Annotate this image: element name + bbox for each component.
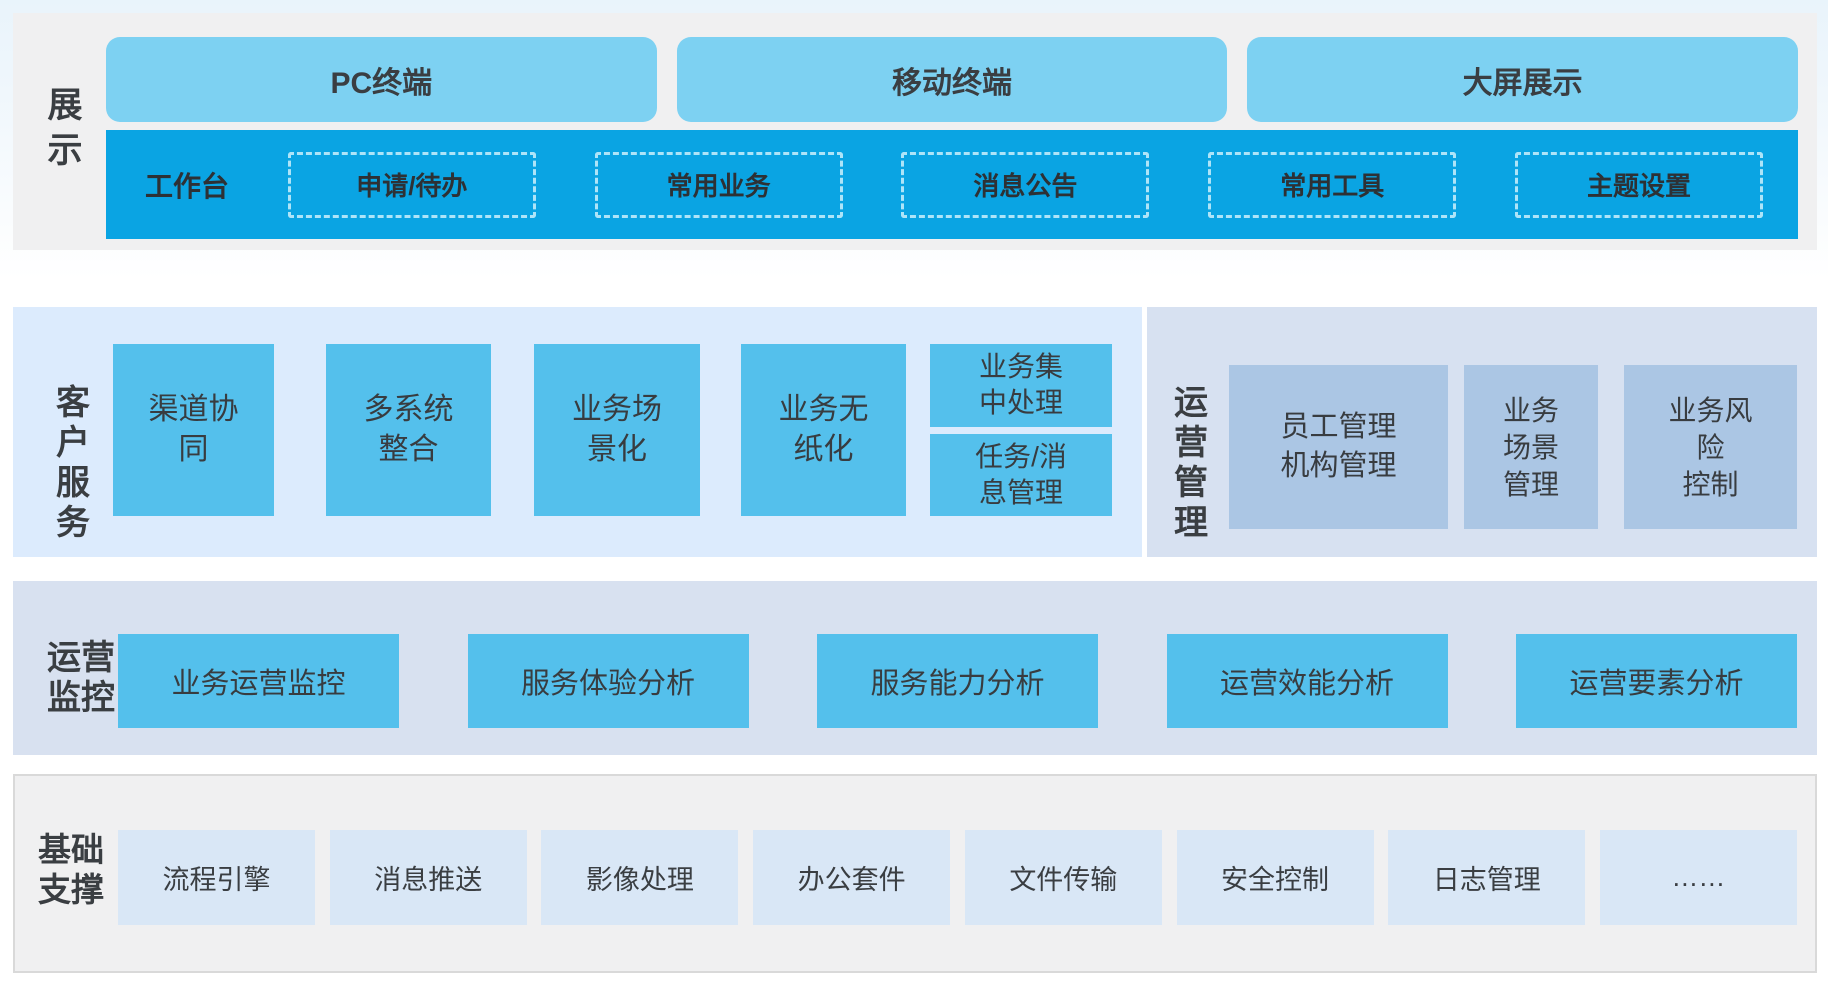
stacked-boxes: 业务集 中处理 任务/消 息管理 bbox=[930, 344, 1112, 516]
box-service-capability-analysis: 服务能力分析 bbox=[817, 634, 1098, 728]
workbench-item-common-business: 常用业务 bbox=[594, 151, 843, 218]
box-security-control: 安全控制 bbox=[1176, 830, 1374, 925]
terminal-bigscreen: 大屏展示 bbox=[1247, 37, 1799, 122]
base-support-section: 基础 支撑 流程引擎 消息推送 影像处理 办公套件 文件传输 安全控制 日志管理… bbox=[13, 774, 1817, 973]
box-channel-collaboration: 渠道协 同 bbox=[113, 344, 274, 516]
customer-service-section: 客 户 服 务 渠道协 同 多系统 整合 业务场 景化 业务无 纸化 业务集 中… bbox=[13, 307, 1142, 557]
base-row: 流程引擎 消息推送 影像处理 办公套件 文件传输 安全控制 日志管理 …… bbox=[118, 830, 1797, 925]
box-operation-efficiency-analysis: 运营效能分析 bbox=[1166, 634, 1448, 728]
box-message-push: 消息推送 bbox=[329, 830, 527, 925]
box-process-engine: 流程引擎 bbox=[118, 830, 315, 925]
operation-monitor-section: 运营 监控 业务运营监控 服务体验分析 服务能力分析 运营效能分析 运营要素分析 bbox=[13, 581, 1817, 755]
terminal-row: PC终端 移动终端 大屏展示 bbox=[106, 37, 1799, 122]
box-business-scenario: 业务场 景化 bbox=[534, 344, 700, 516]
box-business-scenario-mgmt: 业务 场景 管理 bbox=[1464, 365, 1598, 529]
workbench-item-announcements: 消息公告 bbox=[901, 151, 1150, 218]
box-business-risk-control: 业务风 险 控制 bbox=[1624, 365, 1797, 529]
workbench-item-apply-todo: 申请/待办 bbox=[287, 151, 536, 218]
operation-mgmt-section: 运 营 管 理 员工管理 机构管理 业务 场景 管理 业务风 险 控制 bbox=[1147, 307, 1817, 557]
box-operation-factor-analysis: 运营要素分析 bbox=[1516, 634, 1797, 728]
customer-service-label: 客 户 服 务 bbox=[56, 384, 90, 542]
box-business-operation-monitor: 业务运营监控 bbox=[118, 634, 399, 728]
base-support-label: 基础 支撑 bbox=[38, 831, 104, 908]
operation-mgmt-label: 运 营 管 理 bbox=[1174, 384, 1208, 542]
box-service-experience-analysis: 服务体验分析 bbox=[467, 634, 749, 728]
workbench-label: 工作台 bbox=[145, 170, 230, 202]
box-office-suite: 办公套件 bbox=[753, 830, 951, 925]
box-ellipsis: …… bbox=[1599, 830, 1797, 925]
monitor-row: 业务运营监控 服务体验分析 服务能力分析 运营效能分析 运营要素分析 bbox=[118, 634, 1797, 728]
box-multisystem-integration: 多系统 整合 bbox=[326, 344, 491, 516]
box-log-management: 日志管理 bbox=[1388, 830, 1586, 925]
terminal-mobile: 移动终端 bbox=[676, 37, 1228, 122]
box-centralized-processing: 业务集 中处理 bbox=[930, 344, 1112, 427]
box-employee-org-mgmt: 员工管理 机构管理 bbox=[1229, 365, 1448, 529]
display-section: 展 示 PC终端 移动终端 大屏展示 工作台 申请/待办 常用业务 消息公告 常… bbox=[13, 13, 1817, 250]
box-image-processing: 影像处理 bbox=[541, 830, 739, 925]
terminal-pc: PC终端 bbox=[106, 37, 657, 122]
box-task-message-mgmt: 任务/消 息管理 bbox=[930, 433, 1112, 516]
box-paperless-business: 业务无 纸化 bbox=[741, 344, 906, 516]
display-section-label: 展 示 bbox=[47, 86, 83, 170]
box-file-transfer: 文件传输 bbox=[964, 830, 1162, 925]
workbench-item-common-tools: 常用工具 bbox=[1208, 151, 1457, 218]
workbench-bar: 工作台 申请/待办 常用业务 消息公告 常用工具 主题设置 bbox=[106, 130, 1798, 239]
operation-monitor-label: 运营 监控 bbox=[47, 639, 115, 717]
workbench-item-theme-settings: 主题设置 bbox=[1515, 151, 1763, 218]
